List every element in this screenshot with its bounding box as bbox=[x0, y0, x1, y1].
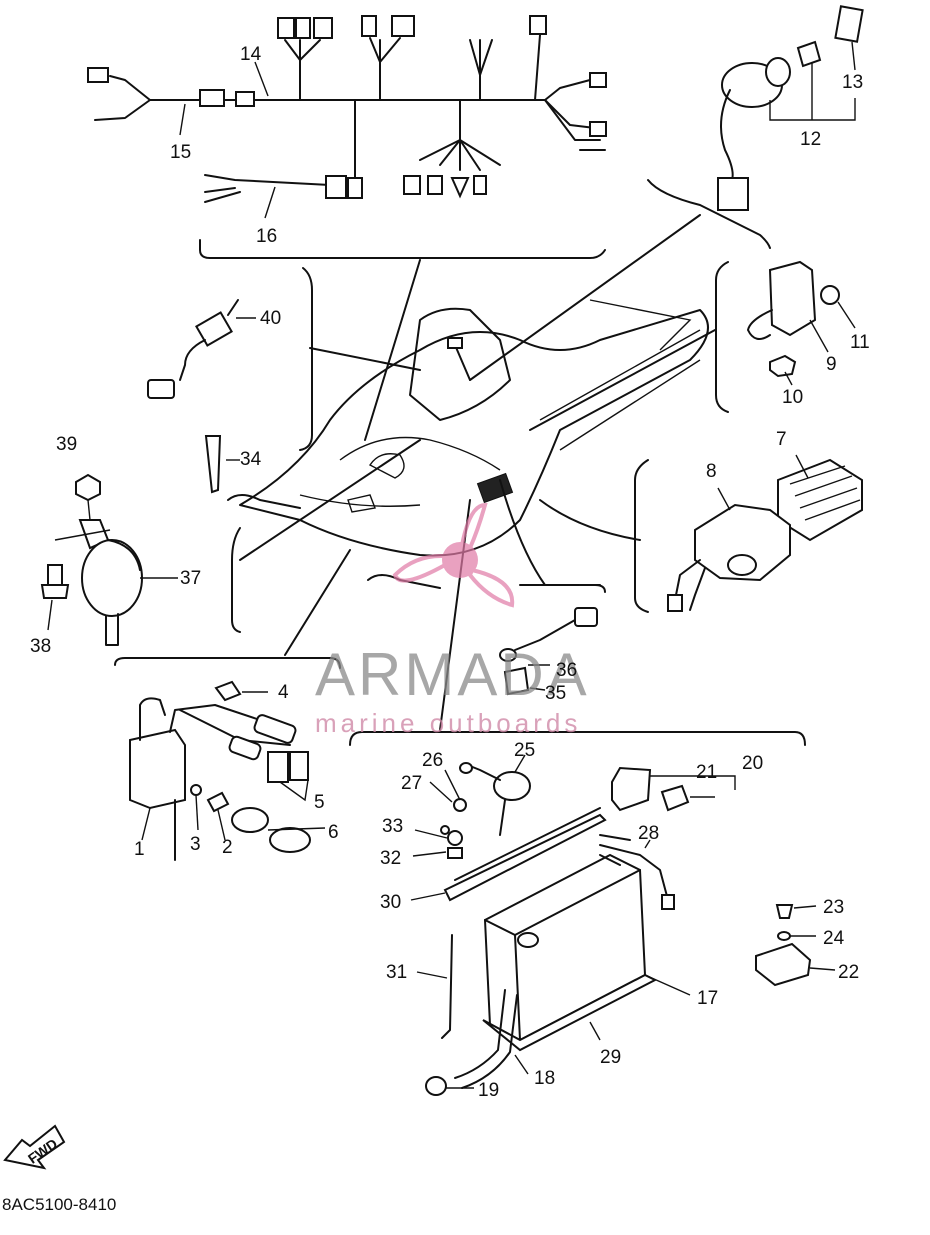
callout-labels: 1 2 3 4 5 6 7 8 9 10 11 12 13 14 15 16 1… bbox=[30, 44, 870, 1101]
callout-34: 34 bbox=[240, 449, 262, 470]
callout-35: 35 bbox=[545, 683, 566, 704]
callout-2: 2 bbox=[222, 837, 233, 858]
callout-36: 36 bbox=[556, 660, 577, 681]
callout-21: 21 bbox=[696, 762, 717, 783]
battery-group bbox=[410, 754, 836, 1096]
callout-33: 33 bbox=[382, 816, 403, 837]
callout-38: 38 bbox=[30, 636, 51, 657]
callout-16: 16 bbox=[256, 226, 277, 247]
main-switch bbox=[647, 5, 864, 249]
sled-body bbox=[227, 299, 709, 589]
callout-4: 4 bbox=[278, 682, 289, 703]
callout-27: 27 bbox=[401, 773, 422, 794]
watermark-brand: ARMADA bbox=[315, 641, 590, 708]
callout-28: 28 bbox=[638, 823, 659, 844]
callout-7: 7 bbox=[776, 429, 787, 450]
callout-37: 37 bbox=[180, 568, 201, 589]
callout-24: 24 bbox=[823, 928, 845, 949]
callout-30: 30 bbox=[380, 892, 401, 913]
watermark: ARMADA marine outboards bbox=[315, 502, 590, 738]
callout-31: 31 bbox=[386, 962, 407, 983]
callout-9: 9 bbox=[826, 354, 837, 375]
callout-25: 25 bbox=[514, 740, 535, 761]
callout-1: 1 bbox=[134, 839, 145, 860]
callout-8: 8 bbox=[706, 461, 717, 482]
callout-12: 12 bbox=[800, 129, 821, 150]
callout-14: 14 bbox=[240, 44, 262, 65]
leader-lines bbox=[114, 214, 806, 746]
right-parts bbox=[667, 260, 863, 612]
callout-26: 26 bbox=[422, 750, 443, 771]
relay-35-36 bbox=[499, 607, 598, 696]
callout-23: 23 bbox=[823, 897, 844, 918]
callout-40: 40 bbox=[260, 308, 281, 329]
callout-15: 15 bbox=[170, 142, 191, 163]
callout-6: 6 bbox=[328, 822, 339, 843]
callout-20: 20 bbox=[742, 753, 763, 774]
callout-32: 32 bbox=[380, 848, 401, 869]
fwd-arrow: FWD bbox=[3, 1124, 66, 1170]
callout-3: 3 bbox=[190, 834, 201, 855]
callout-39: 39 bbox=[56, 434, 77, 455]
callout-10: 10 bbox=[782, 387, 803, 408]
propeller-logo bbox=[392, 502, 515, 608]
callout-19: 19 bbox=[478, 1080, 499, 1101]
callout-5: 5 bbox=[314, 792, 325, 813]
callout-22: 22 bbox=[838, 962, 859, 983]
diagram-code: 8AC5100-8410 bbox=[2, 1195, 116, 1214]
ignition-coil-group bbox=[129, 680, 326, 861]
callout-13: 13 bbox=[842, 72, 863, 93]
callout-18: 18 bbox=[534, 1068, 555, 1089]
callout-11: 11 bbox=[850, 332, 870, 353]
callout-29: 29 bbox=[600, 1047, 621, 1068]
wire-harness bbox=[87, 15, 607, 259]
watermark-tagline: marine outboards bbox=[315, 708, 581, 738]
left-parts bbox=[40, 299, 256, 646]
callout-17: 17 bbox=[697, 988, 718, 1009]
